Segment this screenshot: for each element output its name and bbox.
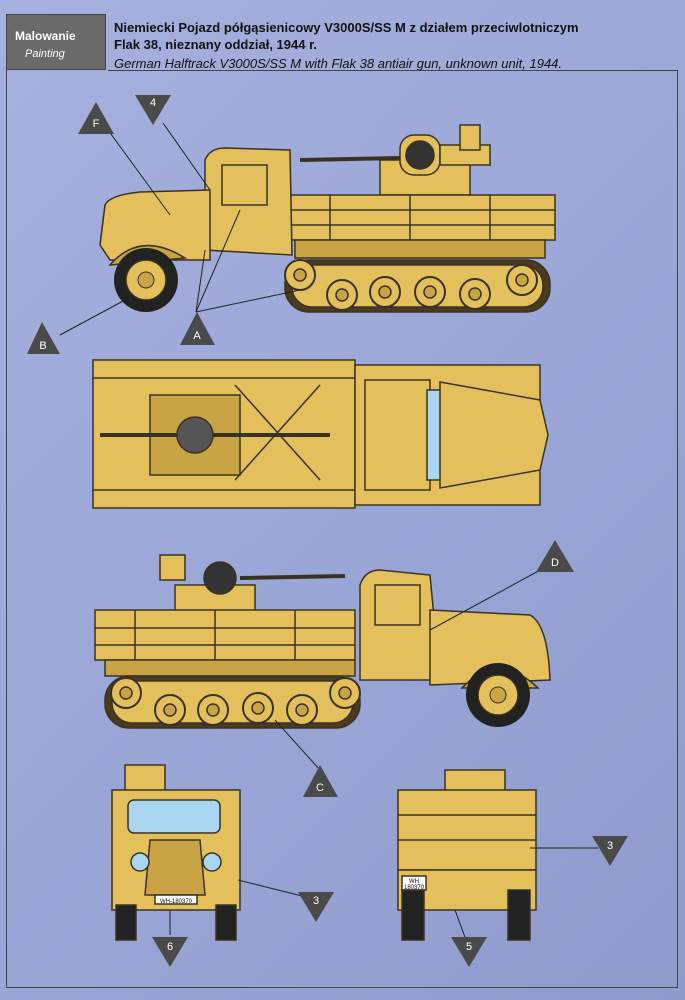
section-tag: Malowanie Painting xyxy=(6,14,106,70)
section-tag-english: Painting xyxy=(25,48,65,60)
marker-3-rear: 3 xyxy=(592,836,628,866)
svg-text:4: 4 xyxy=(150,97,156,109)
marker-3-front: 3 xyxy=(298,892,334,922)
marker-f: F xyxy=(78,102,114,134)
svg-text:B: B xyxy=(39,340,46,352)
page-frame-top xyxy=(108,70,678,71)
rear-view xyxy=(397,769,537,941)
svg-text:A: A xyxy=(193,330,201,342)
svg-text:5: 5 xyxy=(466,941,472,953)
marker-c: C xyxy=(303,765,338,797)
title-polish-line2: Flak 38, nieznany oddział, 1944 r. xyxy=(114,37,318,52)
marker-a: A xyxy=(180,312,215,345)
rear-license-plate-line2: 180370 xyxy=(404,885,425,891)
svg-text:3: 3 xyxy=(313,895,319,907)
marker-5: 5 xyxy=(451,937,487,967)
callout-markers: F 4 B A D C 3 6 xyxy=(27,95,628,967)
front-license-plate: WH-180370 xyxy=(160,899,193,905)
top-view xyxy=(92,359,549,509)
svg-text:D: D xyxy=(551,557,559,569)
marker-b: B xyxy=(27,322,60,354)
callout-lines xyxy=(59,122,598,941)
svg-text:6: 6 xyxy=(167,941,173,953)
svg-text:3: 3 xyxy=(607,840,613,852)
title-polish-line1: Niemiecki Pojazd półgąsienicowy V3000S/S… xyxy=(114,20,579,35)
front-view xyxy=(111,764,241,941)
title-english: German Halftrack V3000S/SS M with Flak 3… xyxy=(114,56,563,71)
rear-license-plate-line1: WH xyxy=(409,879,419,885)
marker-d: D xyxy=(536,540,574,572)
section-tag-polish: Malowanie xyxy=(15,29,76,43)
svg-text:C: C xyxy=(316,782,324,794)
page-frame xyxy=(6,70,678,988)
svg-text:F: F xyxy=(93,118,100,130)
marker-4: 4 xyxy=(135,95,171,125)
marker-6: 6 xyxy=(152,937,188,967)
